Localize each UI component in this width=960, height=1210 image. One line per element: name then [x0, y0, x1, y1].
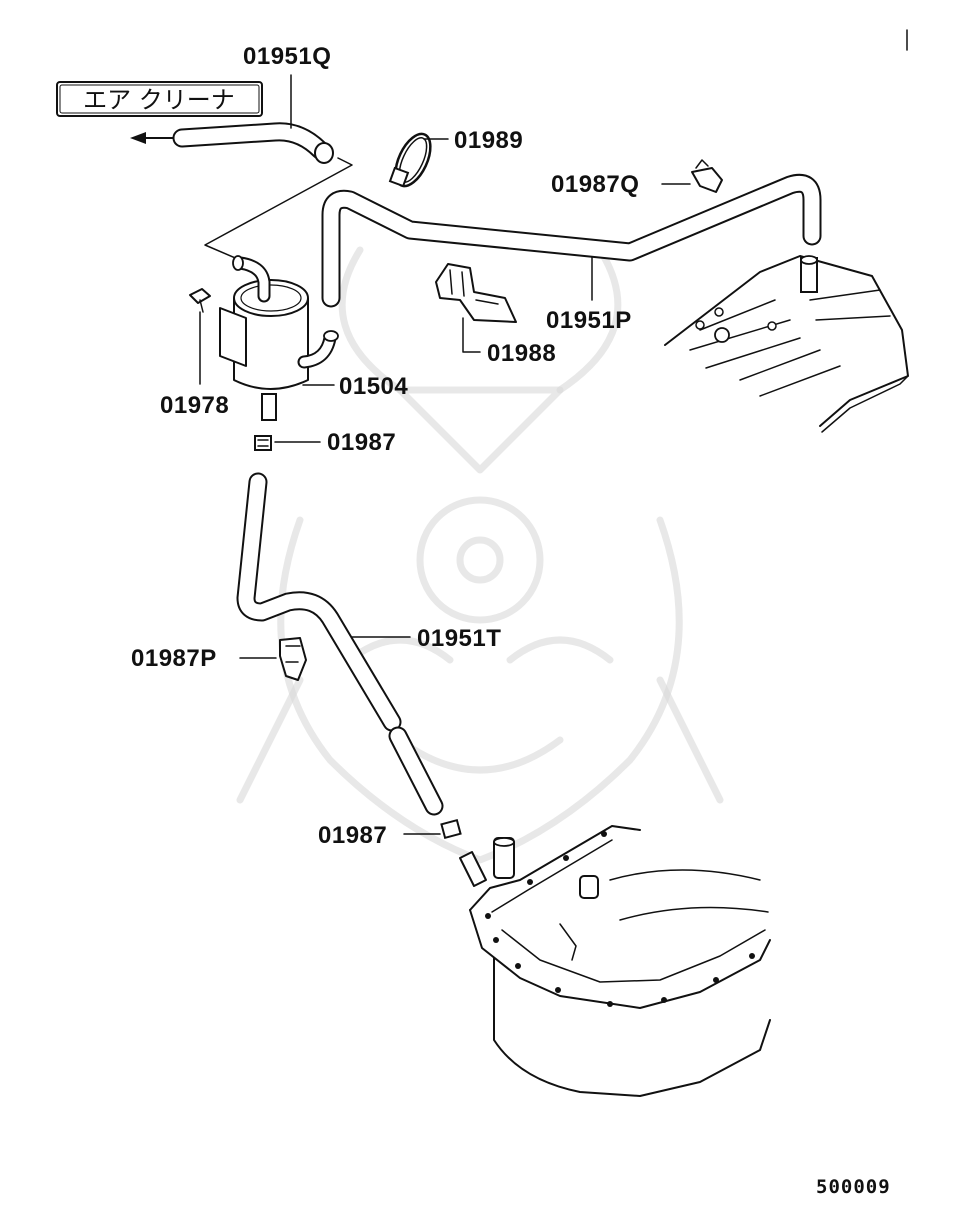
clip-01987-upper	[254, 435, 272, 451]
oil-pan	[459, 825, 771, 1097]
label-01987q: 01987Q	[551, 171, 639, 198]
label-01987-lower: 01987	[318, 822, 387, 849]
hose-01951q	[172, 122, 334, 164]
figure-code: 500009	[816, 1176, 891, 1198]
air-cleaner-label: エア クリーナ	[83, 86, 235, 114]
oil-separator	[219, 255, 339, 421]
label-01987-upper: 01987	[327, 429, 396, 456]
watermark-emblem	[236, 246, 724, 864]
label-01951p: 01951P	[546, 307, 632, 334]
valve-cover	[664, 255, 909, 433]
label-01989: 01989	[454, 127, 523, 154]
clip-01987p	[279, 637, 307, 681]
label-01988: 01988	[487, 340, 556, 367]
label-01987p: 01987P	[131, 645, 217, 672]
bolt-01978	[189, 288, 211, 313]
hose-01951p	[321, 173, 822, 308]
label-01978: 01978	[160, 392, 229, 419]
clip-01987q	[691, 159, 723, 193]
label-01504: 01504	[339, 373, 408, 400]
bracket-01988	[435, 263, 517, 323]
label-01951q: 01951Q	[243, 43, 331, 70]
hose-01951t	[236, 472, 444, 816]
label-01951t: 01951T	[417, 625, 501, 652]
clip-01987-lower	[440, 818, 462, 840]
clamp-band	[388, 132, 432, 188]
air-cleaner-callout: エア クリーナ	[56, 81, 263, 144]
